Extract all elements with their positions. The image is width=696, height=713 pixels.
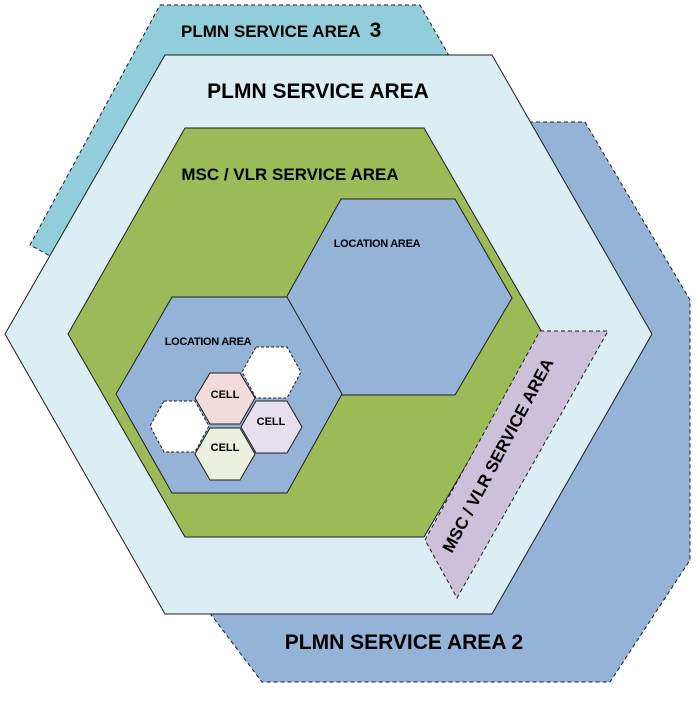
msc-vlr-side-strip-shape (424, 330, 609, 600)
cell-bottom-label: CELL (211, 442, 240, 454)
plmn-service-area-3-number: 3 (370, 19, 382, 42)
msc-vlr-service-area-label: MSC / VLR SERVICE AREA (181, 165, 398, 184)
cell-top-shape (194, 372, 256, 425)
cell-top-label: CELL (211, 389, 240, 401)
location-area-right-label: LOCATION AREA (334, 238, 421, 250)
plmn-service-area-3-label: PLMN SERVICE AREA 3 (181, 19, 381, 42)
plmn-service-area-label: PLMN SERVICE AREA (207, 80, 429, 103)
cell-empty-left-shape (149, 400, 210, 453)
cell-bottom-shape (194, 427, 256, 481)
cell-right-shape (240, 400, 303, 454)
cell-right-label: CELL (257, 416, 286, 428)
plmn-service-area-3-text: PLMN SERVICE AREA (181, 22, 360, 41)
plmn-service-area-2-label: PLMN SERVICE AREA 2 (285, 631, 523, 654)
cell-empty-top-shape (241, 346, 302, 399)
location-area-left-label: LOCATION AREA (165, 336, 252, 348)
